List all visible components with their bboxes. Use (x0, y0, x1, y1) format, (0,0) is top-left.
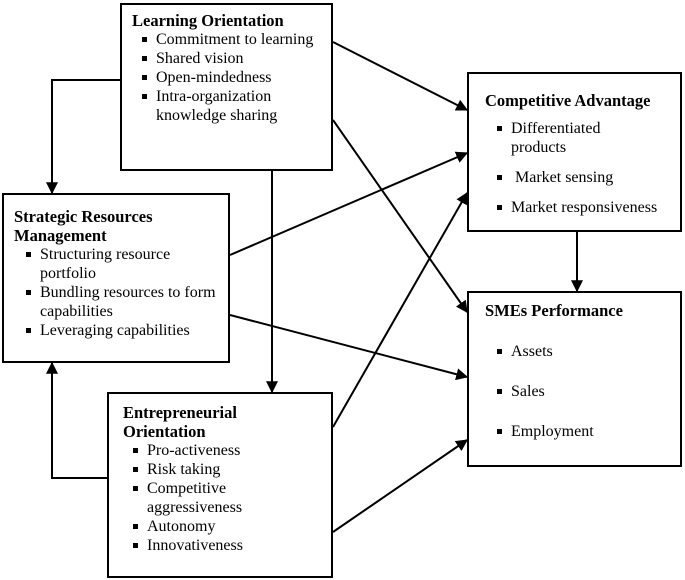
strategic-resources-title: Strategic Resources Management (14, 207, 153, 245)
arrow-lo-to-srm (46, 79, 120, 195)
learning-orientation-box: Learning Orientation Commitment to learn… (120, 3, 333, 171)
competitive-advantage-box: Competitive Advantage Differentiated pro… (467, 72, 682, 232)
srm-item: Structuring resource portfolio (26, 245, 220, 283)
eo-item: Pro-activeness (133, 441, 323, 460)
strategic-resources-box: Strategic Resources Management Structuri… (2, 193, 230, 363)
arrow-eo-to-srm (46, 361, 107, 479)
lo-item: Commitment to learning (142, 30, 323, 49)
arrow-srm-to-smes (229, 314, 469, 381)
lo-item: Shared vision (142, 49, 323, 68)
smes-performance-title: SMEs Performance (485, 301, 623, 320)
arrow-eo-to-smes (332, 439, 468, 533)
eo-item: Innovativeness (133, 536, 323, 555)
srm-item: Leveraging capabilities (26, 321, 220, 340)
eo-item: Risk taking (133, 460, 323, 479)
arrow-eo-to-ca (332, 191, 468, 428)
ca-item: Differentiated products (497, 119, 631, 157)
arrow-lo-to-smes (332, 119, 468, 313)
eo-item: Autonomy (133, 517, 323, 536)
eo-item: Competitive aggressiveness (133, 479, 323, 517)
arrow-lo-to-ca (332, 41, 469, 111)
lo-item: Open-mindedness (142, 68, 323, 87)
smes-performance-box: SMEs Performance Assets Sales Employment (467, 291, 682, 467)
competitive-advantage-title: Competitive Advantage (485, 91, 651, 110)
learning-orientation-title: Learning Orientation (132, 11, 284, 30)
smes-item: Assets (497, 342, 672, 361)
srm-item: Bundling resources to form capabilities (26, 283, 220, 321)
arrow-srm-to-ca (229, 151, 469, 256)
smes-item: Sales (497, 382, 672, 401)
lo-item: Intra-organization knowledge sharing (142, 87, 323, 125)
entrepreneurial-orientation-box: Entrepreneurial Orientation Pro-activene… (107, 392, 333, 578)
ca-item: Market sensing (497, 168, 672, 187)
ca-item: Market responsiveness (497, 198, 672, 217)
smes-item: Employment (497, 422, 672, 441)
entrepreneurial-orientation-title: Entrepreneurial Orientation (123, 403, 237, 441)
